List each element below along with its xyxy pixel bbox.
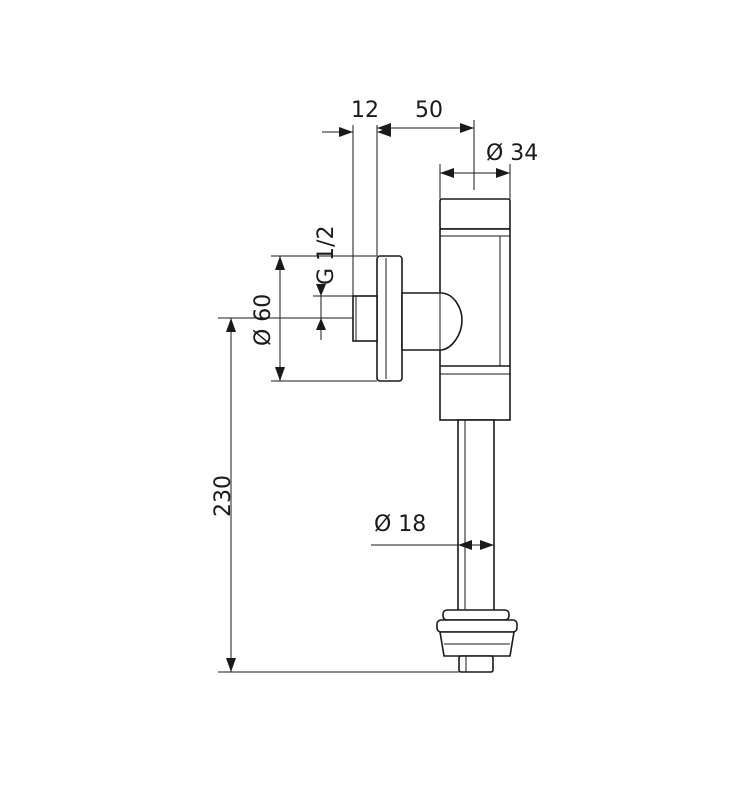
outlet-pipe xyxy=(457,419,495,613)
dim-label-valve-diameter: Ø 34 xyxy=(486,141,538,166)
wall-flange xyxy=(376,255,403,382)
dim-label-50: 50 xyxy=(415,98,443,123)
valve-cap xyxy=(439,198,511,230)
dim-label-pipe-diameter: Ø 18 xyxy=(374,512,426,537)
valve-assembly xyxy=(352,198,518,673)
dimension-offset: 50 xyxy=(377,98,475,190)
dimension-height: 230 xyxy=(211,317,459,673)
dim-label-flange-diameter: Ø 60 xyxy=(251,294,276,346)
coupling-nut xyxy=(436,609,518,673)
dimension-pipe-diameter: Ø 18 xyxy=(371,512,494,550)
dim-label-230: 230 xyxy=(211,475,236,517)
dimension-flange-thickness: 12 xyxy=(322,98,391,296)
dimension-thread: G 1/2 xyxy=(313,226,353,340)
dimension-valve-diameter: Ø 34 xyxy=(439,141,538,199)
dimension-flange-diameter: Ø 60 xyxy=(251,255,377,382)
connecting-elbow xyxy=(401,292,463,351)
dim-label-12: 12 xyxy=(351,98,379,123)
inlet-thread xyxy=(352,295,378,342)
dim-label-thread: G 1/2 xyxy=(314,226,339,285)
